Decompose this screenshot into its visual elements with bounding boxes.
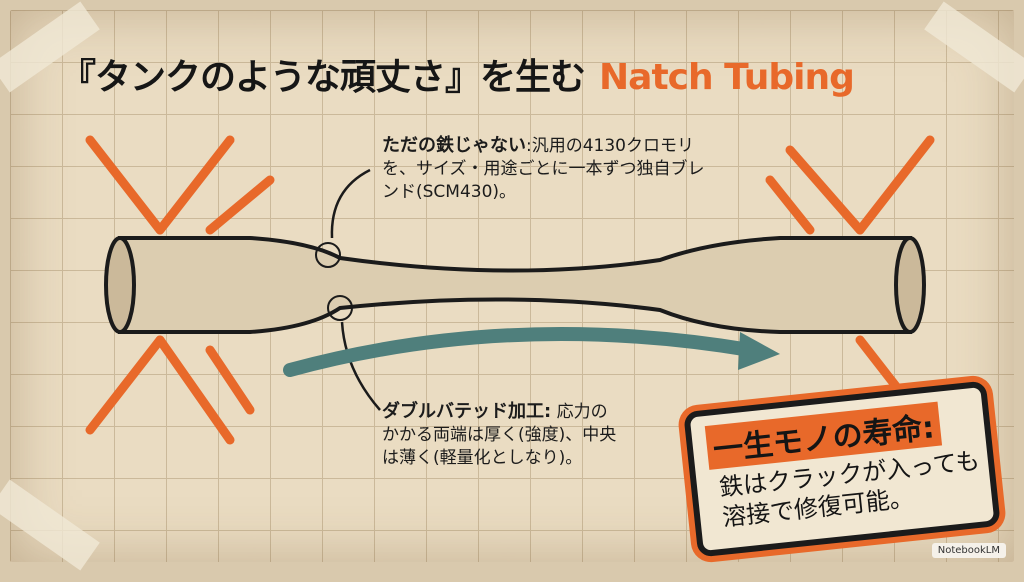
callout-arrow	[340, 321, 381, 411]
stress-arrows-left	[85, 135, 275, 445]
tube-end-right	[894, 236, 926, 334]
flow-arrowhead	[738, 332, 780, 370]
callout-arrow	[330, 168, 371, 239]
title-text: 『タンクのような頑丈さ』を生む	[60, 57, 586, 98]
callout-circle	[315, 242, 341, 268]
tube-body	[118, 236, 912, 334]
tube-diagram	[85, 135, 935, 445]
note-butted: ダブルバテッド加工: 応力のかかる両端は厚く(強度)、中央は薄く(軽量化としなり…	[382, 400, 622, 470]
callout-circle	[327, 295, 353, 321]
watermark: NotebookLM	[931, 543, 1006, 558]
tube-end-left	[104, 236, 136, 334]
note-body: 応力のかかる両端は厚く(強度)、中央は薄く(軽量化としなり)。	[382, 402, 617, 468]
flow-arrow	[283, 327, 757, 377]
note-material: ただの鉄じゃない:汎用の4130クロモリを、サイズ・用途ごとに一本ずつ独自ブレン…	[382, 134, 712, 204]
note-heading: ただの鉄じゃない	[382, 135, 526, 156]
note-body: :汎用の4130クロモリを、サイズ・用途ごとに一本ずつ独自ブレンド(SCM430…	[382, 136, 705, 202]
infographic: 『タンクのような頑丈さ』を生む Natch Tubing ただの鉄じゃない:汎用の…	[0, 1, 1024, 571]
note-heading: ダブルバテッド加工:	[382, 401, 552, 422]
brand-name: Natch Tubing	[599, 57, 855, 98]
page-title: 『タンクのような頑丈さ』を生む Natch Tubing	[60, 48, 855, 100]
